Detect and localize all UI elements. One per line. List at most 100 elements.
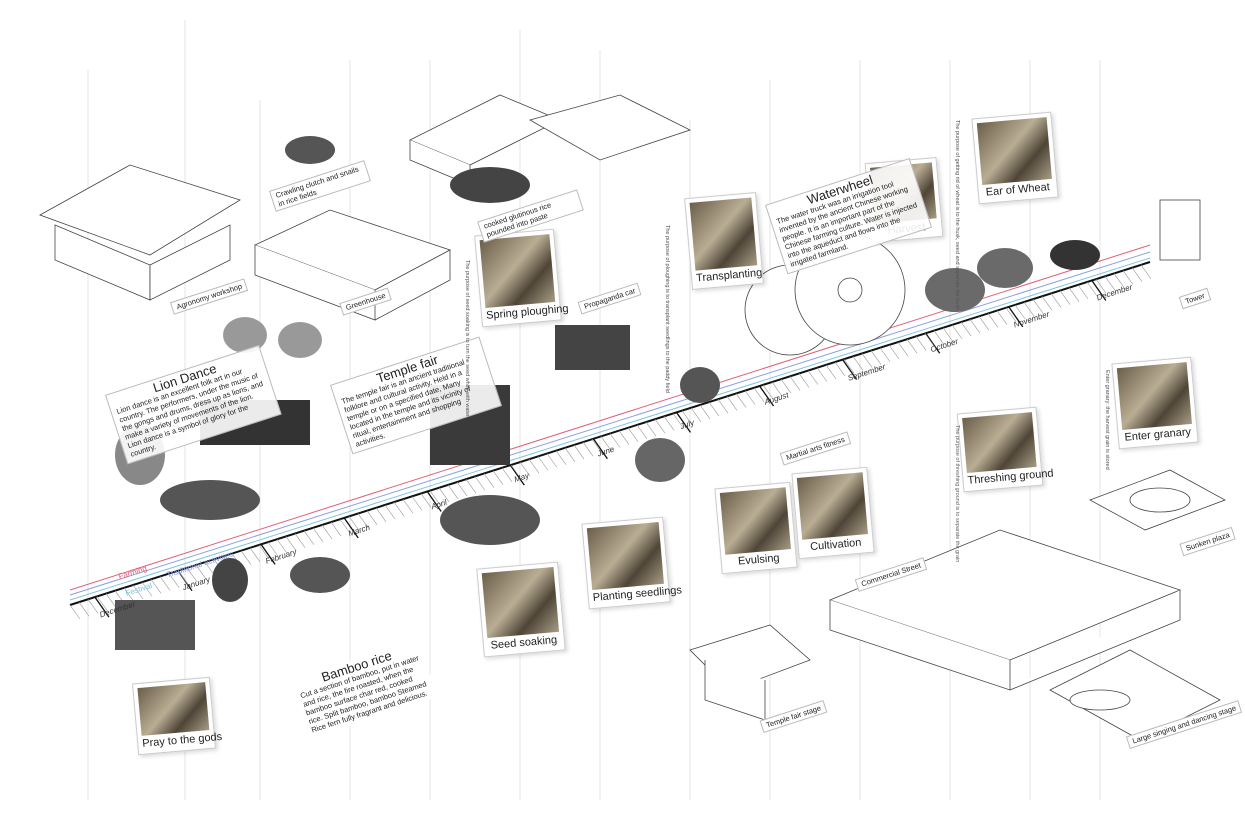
minor-tick [1041, 296, 1053, 311]
minor-tick [168, 573, 180, 588]
minor-tick [150, 579, 162, 594]
minor-tick [447, 484, 459, 500]
minor-tick [618, 430, 630, 445]
minor-tick [1140, 264, 1152, 280]
minor-tick [1122, 270, 1134, 285]
minor-tick [411, 496, 423, 511]
minor-tick [1014, 304, 1026, 320]
card-ear-of-wheat: Ear of Wheat [971, 111, 1059, 205]
minor-tick [69, 604, 81, 620]
vnote-seed-soaking: The purpose of seed soaking is to turn t… [464, 260, 470, 417]
minor-tick [690, 407, 702, 422]
minor-tick [186, 567, 198, 583]
minor-tick [564, 447, 576, 462]
month-tick [759, 385, 775, 407]
minor-tick [600, 436, 612, 451]
minor-tick [969, 318, 981, 334]
minor-tick [591, 439, 603, 454]
minor-tick [1113, 273, 1125, 288]
month-tick [260, 543, 276, 565]
minor-tick [924, 333, 936, 348]
festival-line [69, 257, 1151, 601]
minor-tick [96, 596, 108, 611]
vnote-wheat: The purpose of getting rid of wheat is t… [954, 120, 960, 310]
minor-tick [645, 421, 657, 437]
minor-tick [375, 507, 387, 522]
minor-tick [915, 336, 927, 351]
minor-tick [393, 501, 405, 517]
minor-tick [474, 476, 486, 491]
building-sketches [39, 94, 1226, 741]
minor-tick [141, 581, 153, 597]
minor-tick [195, 564, 207, 580]
minor-tick [798, 373, 810, 388]
minor-tick [510, 464, 522, 480]
minor-tick [555, 450, 567, 465]
minor-tick [789, 376, 801, 391]
minor-tick [1032, 298, 1044, 314]
minor-tick [843, 359, 855, 374]
card-spring-ploughing: Spring ploughing [474, 228, 569, 328]
minor-tick [663, 416, 675, 431]
card-pray-to-the-gods: Pray to the gods [132, 676, 223, 756]
minor-tick [816, 367, 828, 382]
minor-tick [906, 339, 918, 354]
card-transplanting: Transplanting [684, 192, 764, 290]
minor-tick [879, 347, 891, 362]
minor-tick [429, 490, 441, 505]
minor-tick [726, 396, 738, 411]
minor-tick [861, 353, 873, 368]
vnote-ploughing: The purpose of ploughing is to transplan… [664, 225, 670, 393]
minor-tick [519, 461, 531, 477]
minor-tick [483, 473, 495, 488]
card-seed-soaking: Seed soaking [476, 561, 566, 658]
minor-tick [402, 499, 414, 514]
minor-tick [1050, 293, 1062, 308]
month-tick [426, 491, 442, 512]
minor-tick [978, 316, 990, 331]
minor-tick [87, 599, 99, 614]
minor-tick [996, 310, 1008, 325]
minor-tick [780, 379, 792, 394]
minor-tick [1068, 287, 1080, 302]
minor-tick [348, 516, 360, 531]
vnote-granary: Enter granary: the harvest grain is stor… [1104, 370, 1110, 470]
minor-tick [609, 433, 621, 448]
minor-tick [654, 419, 666, 434]
minor-tick [123, 587, 135, 603]
minor-tick [942, 327, 954, 342]
minor-tick [339, 519, 351, 534]
month-tick [592, 438, 608, 460]
month-tick [509, 464, 525, 486]
minor-tick [1104, 276, 1116, 291]
minor-tick [492, 470, 504, 485]
minor-tick [384, 504, 396, 520]
card-planting-seedlings: Planting seedlings [581, 516, 682, 610]
minor-tick [456, 481, 468, 497]
month-tick [1091, 280, 1107, 301]
minor-tick [249, 547, 261, 563]
minor-tick [1077, 284, 1089, 300]
minor-tick [735, 393, 747, 408]
minor-tick [807, 370, 819, 385]
minor-tick [294, 533, 306, 548]
minor-tick [528, 459, 540, 474]
minor-tick [870, 350, 882, 365]
minor-tick [987, 313, 999, 328]
minor-tick [438, 487, 450, 502]
minor-tick [834, 361, 846, 377]
minor-tick [105, 593, 117, 608]
minor-tick [627, 427, 639, 442]
minor-tick [1086, 281, 1098, 297]
minor-tick [78, 601, 90, 617]
month-tick [1008, 306, 1024, 328]
card-enter-granary: Enter granary [1111, 356, 1199, 450]
minor-tick [276, 539, 288, 554]
minor-tick [717, 399, 729, 414]
minor-tick [708, 401, 720, 417]
vnote-threshing: The purpose of threshing ground is to se… [954, 425, 960, 563]
minor-tick [501, 467, 513, 482]
minor-tick [636, 424, 648, 440]
